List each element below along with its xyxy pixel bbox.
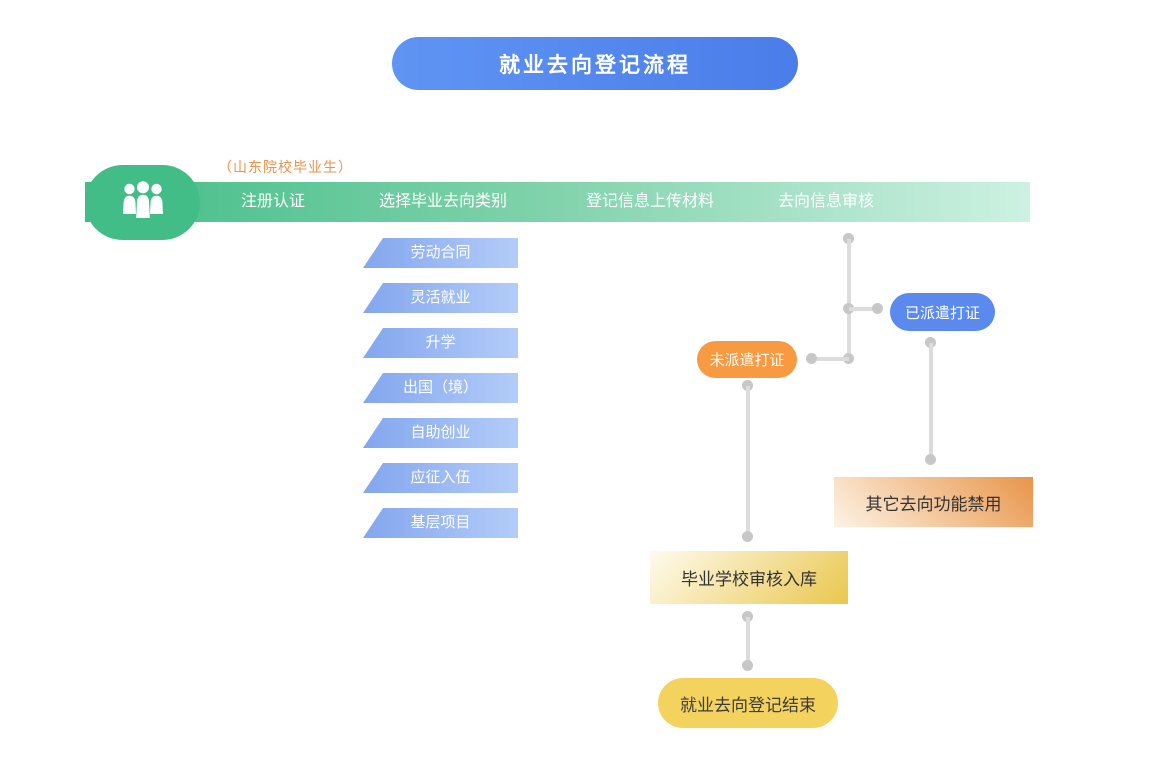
node-others-disabled: 其它去向功能禁用 bbox=[834, 477, 1033, 527]
stage-register: 注册认证 bbox=[240, 193, 306, 210]
people-icon bbox=[120, 181, 166, 224]
connector-line-dispatched-down bbox=[929, 343, 933, 460]
connector-dot bbox=[742, 611, 753, 622]
category-grassroots: 基层项目 bbox=[363, 508, 518, 538]
stage-choose-category: 选择毕业去向类别 bbox=[378, 193, 508, 210]
audience-note: （山东院校毕业生） bbox=[218, 159, 353, 175]
connector-dot bbox=[843, 303, 854, 314]
connector-line-review-down bbox=[847, 239, 851, 360]
node-not-dispatched: 未派遣打证 bbox=[697, 341, 797, 378]
node-registration-end: 就业去向登记结束 bbox=[658, 678, 838, 728]
page-title: 就业去向登记流程 bbox=[392, 37, 798, 90]
category-self-startup: 自助创业 bbox=[363, 418, 518, 448]
connector-line-to-dispatched bbox=[849, 307, 878, 311]
category-enlist: 应征入伍 bbox=[363, 463, 518, 493]
connector-line-not-dispatched-down bbox=[746, 386, 750, 537]
stage-bar bbox=[85, 182, 1030, 222]
connector-dot bbox=[925, 454, 936, 465]
category-flexible-employ: 灵活就业 bbox=[363, 283, 518, 313]
connector-dot bbox=[843, 233, 854, 244]
connector-line-to-not-dispatched bbox=[812, 357, 849, 361]
node-school-review: 毕业学校审核入库 bbox=[650, 551, 848, 604]
category-labor-contract: 劳动合同 bbox=[363, 238, 518, 268]
connector-dot bbox=[742, 531, 753, 542]
connector-line-school-to-end bbox=[746, 617, 750, 666]
connector-dot bbox=[872, 303, 883, 314]
graduates-capsule bbox=[85, 165, 200, 240]
category-abroad: 出国（境） bbox=[363, 373, 518, 403]
stage-review: 去向信息审核 bbox=[777, 193, 875, 210]
category-further-study: 升学 bbox=[363, 328, 518, 358]
stage-upload-material: 登记信息上传材料 bbox=[585, 193, 715, 210]
connector-dot bbox=[742, 380, 753, 391]
node-dispatched: 已派遣打证 bbox=[890, 293, 995, 331]
connector-dot bbox=[925, 337, 936, 348]
connector-dot bbox=[806, 353, 817, 364]
connector-dot bbox=[742, 660, 753, 671]
